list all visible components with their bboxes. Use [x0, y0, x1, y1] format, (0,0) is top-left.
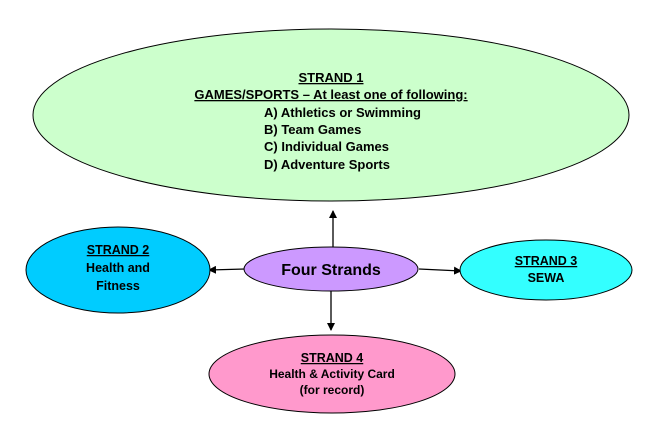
strand4-title: STRAND 4 — [301, 351, 364, 365]
strand2-ellipse — [25, 226, 211, 314]
strand4-line: Health & Activity Card — [269, 367, 395, 381]
strand1-item: D) Adventure Sports — [264, 157, 390, 172]
arrow-to-strand3 — [418, 266, 462, 275]
strand1-item: C) Individual Games — [264, 139, 389, 154]
strand1-ellipse — [32, 28, 630, 202]
strand3-line: SEWA — [528, 271, 565, 285]
strand2-line: Fitness — [96, 279, 140, 293]
strand1-title: STRAND 1 — [298, 70, 363, 85]
center-label: Four Strands — [281, 262, 381, 279]
strand1-item: A) Athletics or Swimming — [264, 105, 421, 120]
strand4-line: (for record) — [300, 383, 365, 397]
strand3-title: STRAND 3 — [515, 254, 578, 268]
center-ellipse — [243, 246, 419, 292]
strand1-heading: GAMES/SPORTS – At least one of following… — [194, 87, 467, 102]
arrow-to-strand2 — [208, 265, 246, 274]
strand4-ellipse — [208, 334, 456, 414]
strand1-item: B) Team Games — [264, 122, 361, 137]
strand2-title: STRAND 2 — [87, 243, 150, 257]
strand2-line: Health and — [86, 261, 150, 275]
strand3-ellipse — [459, 239, 633, 301]
